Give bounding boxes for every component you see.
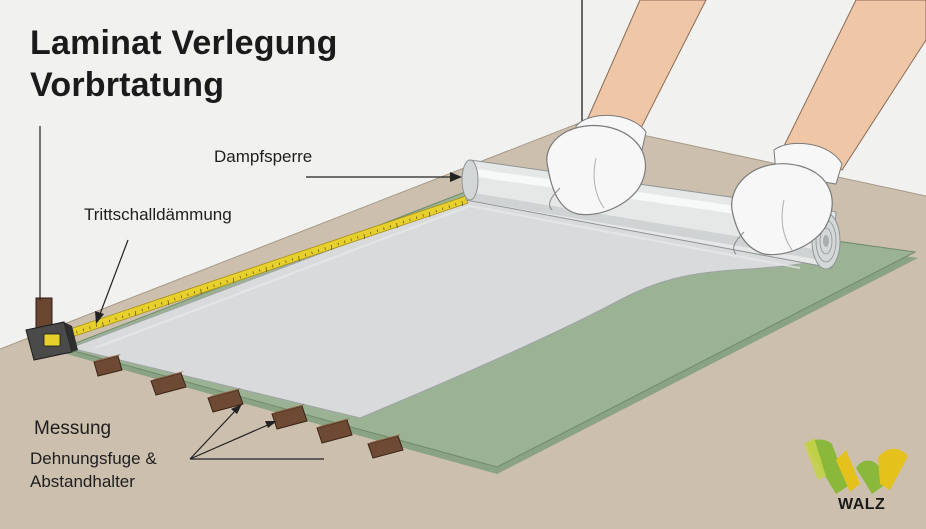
label-dehnungsfuge: Dehnungsfuge & <box>30 449 157 468</box>
label-dampfsperre: Dampfsperre <box>214 147 313 166</box>
left-hand <box>546 0 707 216</box>
tape-tick <box>128 313 130 316</box>
tape-tick <box>448 205 450 208</box>
tape-tick <box>330 244 333 251</box>
tape-tick <box>206 286 209 290</box>
tape-tick <box>167 299 169 306</box>
tape-tick <box>291 258 294 261</box>
tape-tick <box>422 214 424 217</box>
tape-tick <box>187 293 189 296</box>
tape-tick <box>357 236 359 239</box>
tape-tick <box>259 269 261 272</box>
tape-tick <box>415 216 418 219</box>
spacer-block <box>367 434 404 459</box>
tape-tick <box>376 229 379 233</box>
title-line-1: Laminat Verlegung <box>30 24 338 62</box>
spacer-blocks <box>93 354 404 459</box>
tape-tick <box>298 255 300 262</box>
tape-tick <box>461 200 463 207</box>
spacer-block <box>207 388 244 413</box>
tape-tick <box>396 222 398 229</box>
tape-tick <box>285 260 287 263</box>
tape-tick <box>200 288 202 295</box>
tape-tick <box>252 271 254 274</box>
tape-tick <box>389 225 392 228</box>
spacer-block <box>316 418 353 444</box>
tape-tick <box>363 233 365 240</box>
tape-measure-icon <box>25 297 78 361</box>
tape-tick <box>337 242 339 246</box>
tape-tick <box>76 330 78 334</box>
spacer-block <box>150 371 187 396</box>
tape-tick <box>232 277 235 284</box>
tape-tick <box>344 240 346 244</box>
tape-tick <box>265 266 267 273</box>
tape-tick <box>121 315 124 318</box>
vapor-barrier-film <box>68 193 813 419</box>
tape-tick <box>193 291 196 294</box>
tape-tick <box>154 304 156 307</box>
tape-tick <box>226 280 228 283</box>
tape-tick <box>115 317 117 321</box>
tape-tick <box>161 302 163 305</box>
tape-tick <box>134 310 137 317</box>
tape-tick <box>311 251 313 255</box>
tape-tick <box>435 209 437 213</box>
tape-tick <box>428 211 431 218</box>
tape-tick <box>239 275 241 279</box>
tape-tick <box>108 319 111 323</box>
tape-tick <box>455 203 457 206</box>
tape-tick <box>383 227 385 230</box>
spacer-block <box>93 354 123 377</box>
callout-dampfsperre <box>306 172 462 182</box>
tape-tick <box>219 282 222 285</box>
film-highlight <box>94 204 801 349</box>
tape-tick <box>95 324 98 327</box>
tape-tick <box>278 262 281 266</box>
tape-tick <box>246 273 248 277</box>
tape-tick <box>141 308 143 312</box>
tape-tick <box>102 321 104 328</box>
tape-tick <box>370 231 372 235</box>
tape-tick <box>409 218 411 222</box>
label-abstandhalter: Abstandhalter <box>30 472 135 491</box>
tape-tick <box>89 326 91 329</box>
floor-wall-edge <box>0 121 583 350</box>
tape-tick <box>442 207 444 211</box>
tape-tick <box>350 238 352 241</box>
logo-wordmark: WALZ <box>838 496 886 513</box>
spacer-block <box>271 404 308 430</box>
tape-tick <box>324 247 326 250</box>
tape-tick <box>180 295 183 299</box>
callout-dehnungsfuge <box>189 404 324 460</box>
label-trittschall: Trittschalldämmung <box>84 205 232 224</box>
title-line-2: Vorbrtatung <box>30 66 225 104</box>
label-messung: Messung <box>34 418 112 439</box>
tape-tick <box>317 249 320 252</box>
tape-tick <box>402 220 405 224</box>
right-hand <box>731 0 926 256</box>
tape-tick <box>304 253 307 257</box>
tape-tick <box>148 306 150 310</box>
tape-tick <box>213 284 215 288</box>
tape-tick <box>82 328 85 332</box>
callout-trittschall <box>95 239 129 324</box>
walz-logo-icon <box>804 438 908 494</box>
tape-tick <box>174 297 176 301</box>
tape-tick <box>272 264 274 268</box>
